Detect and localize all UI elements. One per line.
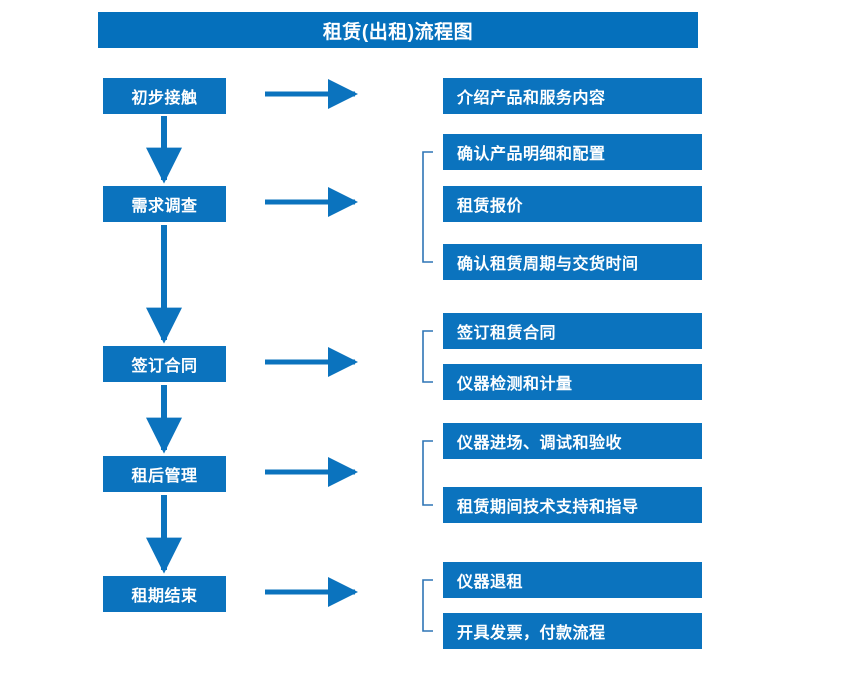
task-box-instrument-return[interactable]: 仪器退租 [443,562,702,598]
task-box-confirm-lease-period[interactable]: 确认租赁周期与交货时间 [443,244,702,280]
task-box-rental-quotation[interactable]: 租赁报价 [443,186,702,222]
horizontal-arrow-group [265,79,358,607]
task-box-introduce-products[interactable]: 介绍产品和服务内容 [443,78,702,114]
task-box-technical-support[interactable]: 租赁期间技术支持和指导 [443,487,702,523]
task-box-invoice-payment[interactable]: 开具发票，付款流程 [443,613,702,649]
bracket-group-2 [422,151,433,263]
bracket-group-5 [422,579,433,632]
bracket-group-4 [422,440,433,506]
task-box-instrument-inspection[interactable]: 仪器检测和计量 [443,364,702,400]
stage-box-lease-end[interactable]: 租期结束 [103,576,226,612]
stage-box-requirement-survey[interactable]: 需求调查 [103,186,226,222]
stage-box-initial-contact[interactable]: 初步接触 [103,78,226,114]
task-box-instrument-onsite-commission[interactable]: 仪器进场、调试和验收 [443,423,702,459]
task-box-sign-lease-contract[interactable]: 签订租赁合同 [443,313,702,349]
stage-box-sign-contract[interactable]: 签订合同 [103,346,226,382]
bracket-group [422,151,433,632]
stage-box-post-rental-management[interactable]: 租后管理 [103,456,226,492]
page-title: 租赁(出租)流程图 [98,12,698,48]
bracket-group-3 [422,330,433,383]
task-box-confirm-product-details[interactable]: 确认产品明细和配置 [443,134,702,170]
